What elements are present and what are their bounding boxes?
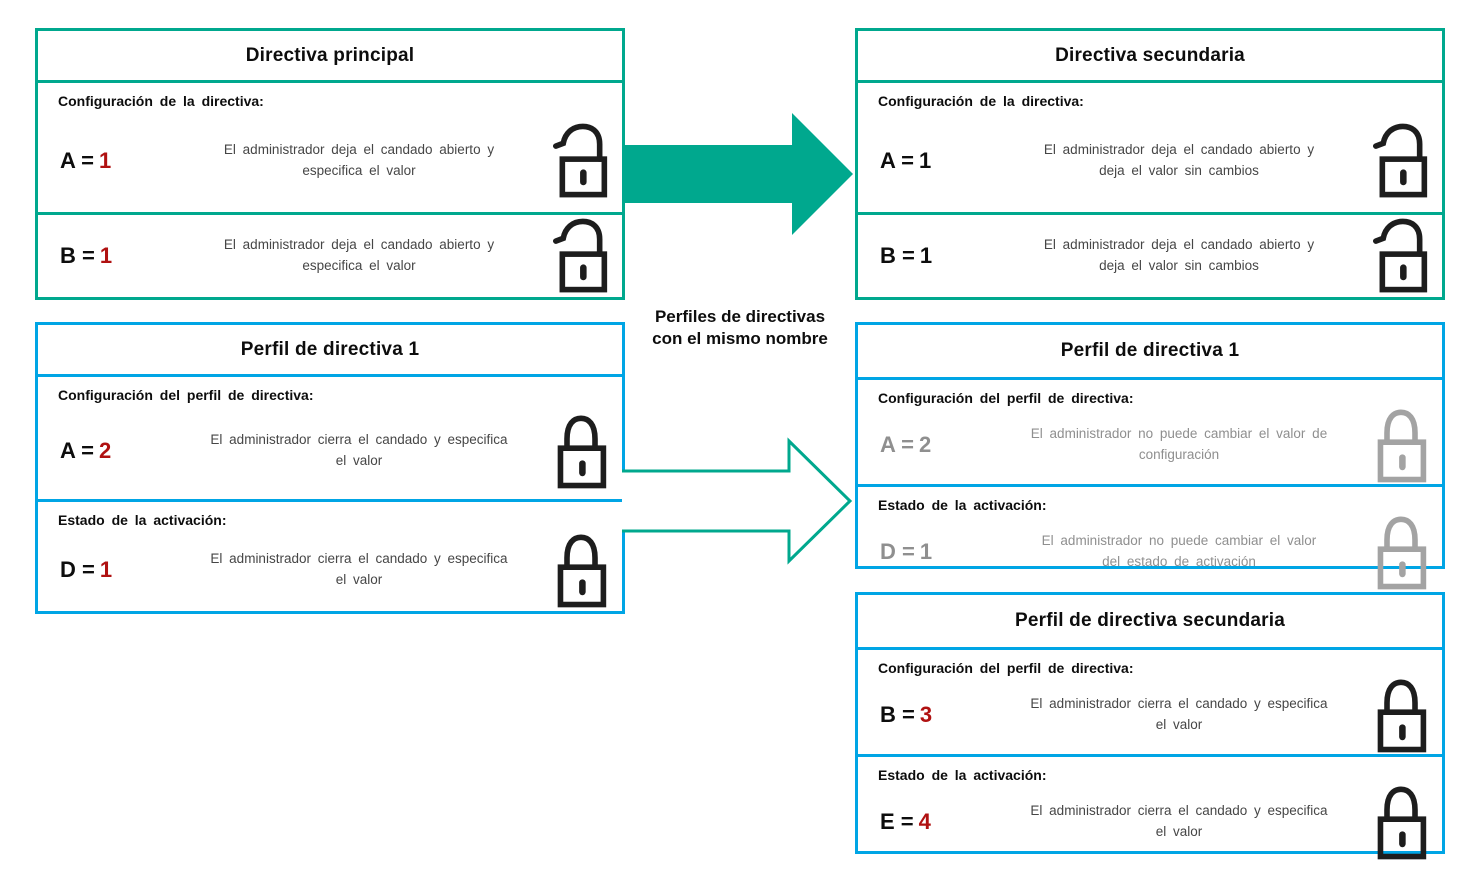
lock-closed-icon (530, 531, 622, 609)
lock-closed-disabled-icon (1350, 513, 1442, 591)
profile-setting-row-locked: Configuración del perfil de directiva: A… (858, 377, 1442, 484)
box-directiva-secundaria: Directiva secundaria Configuración de la… (855, 28, 1445, 300)
box-perfil-directiva-1-heredado: Perfil de directiva 1 Configuración del … (855, 322, 1445, 590)
row-description: El administrador deja el candado abierto… (223, 237, 495, 273)
box-perfil-directiva-secundaria: Perfil de directiva secundaria Configura… (855, 592, 1445, 860)
row-description: El administrador deja el candado abierto… (223, 141, 495, 178)
setting-equation: A =1 (880, 147, 932, 173)
row-label: Configuración del perfil de directiva: (878, 390, 1134, 406)
lock-closed-icon (1350, 676, 1442, 754)
lock-open-icon (1350, 122, 1442, 200)
lock-closed-icon (1350, 783, 1442, 861)
lock-closed-disabled-icon (1350, 406, 1442, 484)
setting-equation: A =2 (880, 432, 932, 457)
row-label: Configuración del perfil de directiva: (58, 387, 314, 403)
box-title: Perfil de directiva 1 (1060, 340, 1240, 361)
row-label: Estado de la activación: (878, 767, 1047, 783)
row-description: El administrador cierra el candado y esp… (1030, 803, 1328, 839)
box-title: Perfil de directiva 1 (240, 338, 420, 360)
setting-value: 1 (99, 243, 113, 268)
profile-setting-row: Configuración del perfil de directiva: A… (38, 374, 622, 499)
policy-setting-row: B =1 El administrador deja el candado ab… (38, 212, 622, 297)
setting-equation: D =1 (60, 556, 113, 582)
setting-equation: B =1 (880, 243, 933, 268)
setting-value: 4 (918, 809, 931, 834)
row-label: Estado de la activación: (878, 497, 1047, 513)
row-description: El administrador cierra el candado y esp… (210, 432, 508, 468)
lock-open-icon (530, 122, 622, 200)
setting-equation: E =4 (880, 809, 931, 834)
setting-equation: B =3 (880, 702, 933, 727)
profile-setting-row: Configuración del perfil de directiva: B… (858, 647, 1442, 754)
arrow-right-outline-icon (622, 435, 855, 572)
row-label: Configuración del perfil de directiva: (878, 660, 1134, 676)
setting-equation: A =2 (60, 438, 112, 463)
box-title: Directiva principal (245, 44, 415, 66)
box-perfil-directiva-1-origen: Perfil de directiva 1 Configuración del … (35, 322, 625, 614)
setting-value: 1 (99, 147, 112, 173)
row-description: El administrador no puede cambiar el val… (1041, 533, 1317, 569)
row-description: El administrador deja el candado abierto… (1043, 237, 1315, 273)
policy-setting-row: B =1 El administrador deja el candado ab… (858, 212, 1442, 297)
arrow-right-solid-icon (622, 110, 855, 243)
policy-setting-row: Configuración de la directiva: A =1 El a… (858, 80, 1442, 212)
lock-closed-icon (530, 412, 622, 490)
lock-open-icon (1350, 217, 1442, 295)
box-title: Directiva secundaria (1055, 44, 1245, 66)
setting-value: 1 (99, 556, 113, 582)
setting-value: 1 (919, 147, 932, 173)
box-directiva-principal: Directiva principal Configuración de la … (35, 28, 625, 300)
row-label: Estado de la activación: (58, 512, 227, 528)
policy-setting-row: Configuración de la directiva: A =1 El a… (38, 80, 622, 212)
setting-equation: B =1 (60, 243, 113, 268)
box-title: Perfil de directiva secundaria (1014, 610, 1285, 631)
profile-activation-row: Estado de la activación: E =4 El adminis… (858, 754, 1442, 861)
setting-value: 3 (919, 702, 933, 727)
row-description: El administrador deja el candado abierto… (1043, 141, 1315, 178)
setting-value: 1 (919, 539, 933, 564)
profile-activation-row-locked: Estado de la activación: D =1 El adminis… (858, 484, 1442, 591)
lock-open-icon (530, 217, 622, 295)
row-label: Configuración de la directiva: (878, 93, 1084, 109)
setting-equation: D =1 (880, 539, 933, 564)
setting-equation: A =1 (60, 147, 112, 173)
row-description: El administrador cierra el candado y esp… (1030, 696, 1328, 732)
setting-value: 2 (919, 432, 932, 457)
profile-activation-row: Estado de la activación: D =1 El adminis… (38, 499, 622, 611)
setting-value: 1 (919, 243, 933, 268)
row-description: El administrador cierra el candado y esp… (210, 550, 508, 587)
row-description: El administrador no puede cambiar el val… (1030, 426, 1328, 462)
row-label: Configuración de la directiva: (58, 93, 264, 109)
setting-value: 2 (99, 438, 112, 463)
connector-label: Perfiles de directivas con el mismo nomb… (652, 307, 828, 348)
